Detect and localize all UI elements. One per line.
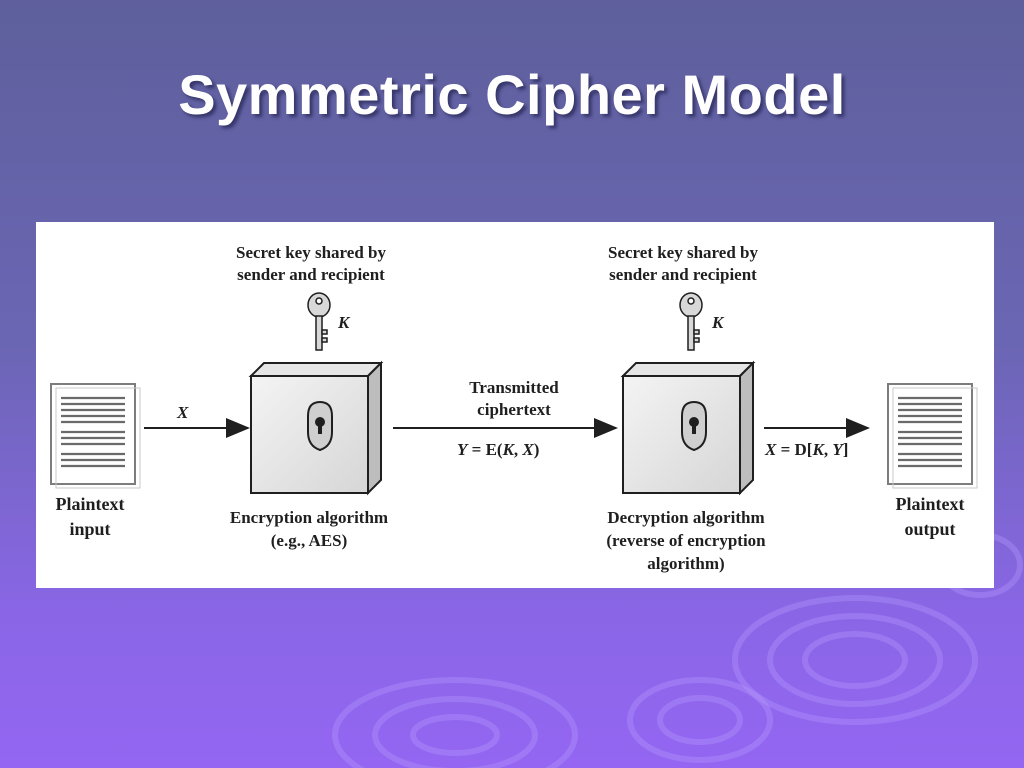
eq-y: Y — [832, 440, 843, 459]
decryption-line1: Decryption algorithm — [607, 508, 765, 527]
cipher-equation: Y = E(K, X) — [457, 440, 539, 460]
key-label-right: Secret key shared by sender and recipien… — [583, 242, 783, 286]
decryption-line3: algorithm) — [647, 554, 725, 573]
output-equation: X = D[K, Y] — [765, 440, 848, 460]
eq-k: K — [812, 440, 824, 459]
diagram-panel: Secret key shared by sender and recipien… — [36, 222, 994, 588]
key-symbol-left: K — [338, 313, 350, 332]
key-icon-left — [307, 292, 331, 351]
plaintext-output-line2: output — [904, 519, 956, 539]
key-icon-right — [679, 292, 703, 351]
eq-y: Y — [457, 440, 468, 459]
key-symbol-right: K — [712, 313, 724, 332]
eq-x: X — [522, 440, 534, 459]
eq-close: ) — [533, 440, 540, 459]
plaintext-input-line2: input — [69, 519, 111, 539]
transmitted-line1: Transmitted — [469, 378, 559, 397]
decryption-line2: (reverse of encryption — [606, 531, 766, 550]
plaintext-output-line1: Plaintext — [895, 494, 965, 514]
encryption-line1: Encryption algorithm — [229, 508, 389, 527]
key-label-right-line1: Secret key shared by — [607, 243, 758, 262]
eq-op: = E( — [467, 440, 503, 459]
eq-x: X — [765, 440, 777, 459]
cipher-diagram — [50, 292, 978, 496]
slide-title: Symmetric Cipher Model — [178, 63, 846, 126]
encryption-label: Encryption algorithm (e.g., AES) — [194, 506, 424, 552]
key-label-left: Secret key shared by sender and recipien… — [211, 242, 411, 286]
plaintext-input-line1: Plaintext — [55, 494, 125, 514]
key-label-left-line1: Secret key shared by — [235, 243, 386, 262]
plaintext-input-document-icon — [50, 383, 141, 489]
plaintext-output-label: Plaintext output — [878, 492, 982, 542]
eq-close: ] — [842, 440, 849, 459]
encryption-box-icon — [248, 360, 384, 496]
eq-k: K — [502, 440, 514, 459]
decryption-label: Decryption algorithm (reverse of encrypt… — [566, 506, 806, 575]
input-variable: X — [177, 403, 189, 422]
eq-sep: , — [513, 440, 523, 459]
eq-sep: , — [823, 440, 833, 459]
decryption-box-icon — [620, 360, 756, 496]
key-label-left-line2: sender and recipient — [237, 265, 385, 284]
encryption-line2: (e.g., AES) — [270, 531, 348, 550]
plaintext-input-label: Plaintext input — [38, 492, 142, 542]
plaintext-output-document-icon — [887, 383, 978, 489]
key-label-right-line2: sender and recipient — [609, 265, 757, 284]
transmitted-label: Transmitted ciphertext — [424, 377, 604, 421]
eq-op: = D[ — [776, 440, 813, 459]
transmitted-line2: ciphertext — [477, 400, 551, 419]
